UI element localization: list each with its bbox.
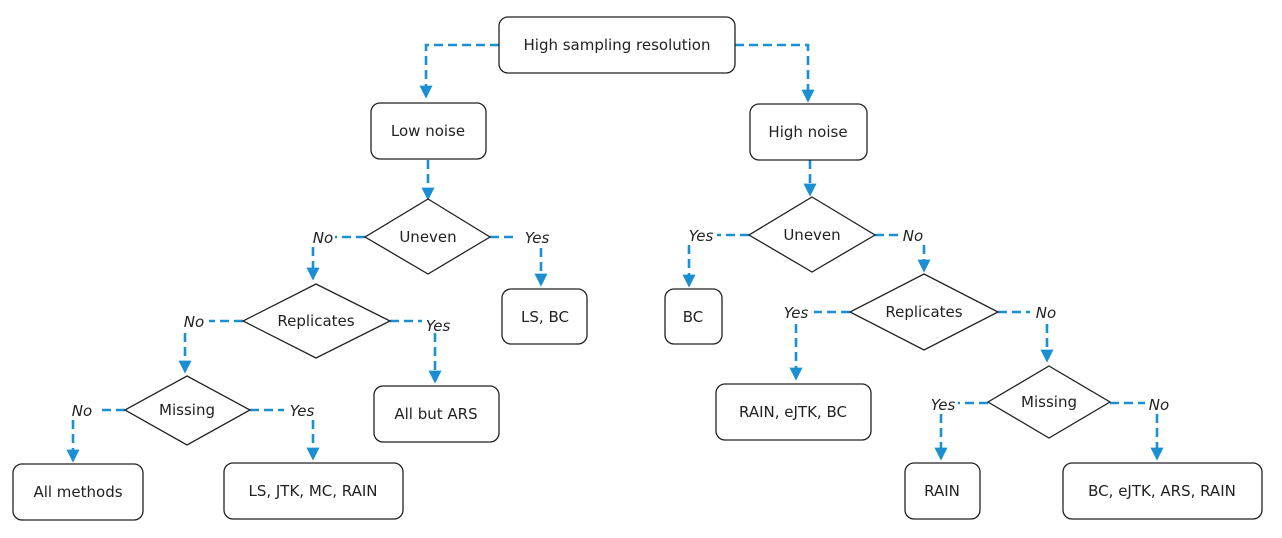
node-all-methods-label: All methods xyxy=(33,483,122,501)
edge-label-missing-right-yes: Yes xyxy=(931,396,956,414)
decision-uneven-left: Uneven xyxy=(363,198,492,275)
decision-uneven-right: Uneven xyxy=(747,196,877,273)
decision-replicates-left-label: Replicates xyxy=(277,312,354,330)
edge-label-uneven-right-yes: Yes xyxy=(689,227,714,245)
edge-label-uneven-left-yes: Yes xyxy=(525,229,550,247)
node-root: High sampling resolution xyxy=(498,16,736,74)
node-all-but-ars: All but ARS xyxy=(373,385,500,443)
edge-label-replicates-right-no: No xyxy=(1036,304,1056,322)
node-ls-bc-label: LS, BC xyxy=(521,308,569,326)
node-rain: RAIN xyxy=(904,462,981,520)
edge-label-uneven-right-no: No xyxy=(903,227,923,245)
edge-label-uneven-left-no: No xyxy=(313,229,333,247)
decision-replicates-right-label: Replicates xyxy=(885,303,962,321)
node-ls-jtk-mc-rain: LS, JTK, MC, RAIN xyxy=(223,462,404,520)
decision-replicates-left: Replicates xyxy=(241,283,392,359)
decision-missing-right-label: Missing xyxy=(1021,393,1077,411)
node-ls-bc: LS, BC xyxy=(501,288,588,345)
node-root-label: High sampling resolution xyxy=(524,36,711,54)
decision-missing-left: Missing xyxy=(123,375,252,446)
edge-label-missing-left-yes: Yes xyxy=(290,402,315,420)
edge-label-replicates-left-yes: Yes xyxy=(426,317,451,335)
decision-uneven-left-label: Uneven xyxy=(399,228,456,246)
node-all-methods: All methods xyxy=(12,463,144,521)
node-rain-ejtk-bc-label: RAIN, eJTK, BC xyxy=(739,403,847,421)
edge-label-missing-right-no: No xyxy=(1149,396,1169,414)
node-bc-label: BC xyxy=(683,308,704,326)
decision-uneven-right-label: Uneven xyxy=(783,226,840,244)
edge-label-replicates-right-yes: Yes xyxy=(784,304,809,322)
node-low-noise: Low noise xyxy=(370,102,487,160)
node-ls-jtk-mc-rain-label: LS, JTK, MC, RAIN xyxy=(248,482,377,500)
node-all-but-ars-label: All but ARS xyxy=(394,405,477,423)
connector-root-to-low-noise xyxy=(419,43,499,99)
node-bc: BC xyxy=(664,288,723,345)
node-bc-ejtk-ars-rain: BC, eJTK, ARS, RAIN xyxy=(1062,462,1263,520)
edge-labels: No Yes No Yes No Yes Yes No Yes No Yes N… xyxy=(72,227,1169,420)
edge-label-missing-left-no: No xyxy=(72,402,92,420)
connectors xyxy=(66,43,1164,463)
decision-missing-right: Missing xyxy=(986,365,1112,439)
decision-missing-left-label: Missing xyxy=(159,401,215,419)
connector-root-to-high-noise xyxy=(735,43,815,103)
node-low-noise-label: Low noise xyxy=(391,122,465,140)
node-rain-label: RAIN xyxy=(924,482,960,500)
node-bc-ejtk-ars-rain-label: BC, eJTK, ARS, RAIN xyxy=(1088,482,1236,500)
edge-label-replicates-left-no: No xyxy=(184,313,204,331)
node-rain-ejtk-bc: RAIN, eJTK, BC xyxy=(715,383,872,441)
decision-replicates-right: Replicates xyxy=(848,273,1000,351)
node-high-noise: High noise xyxy=(749,103,868,161)
node-high-noise-label: High noise xyxy=(768,123,847,141)
